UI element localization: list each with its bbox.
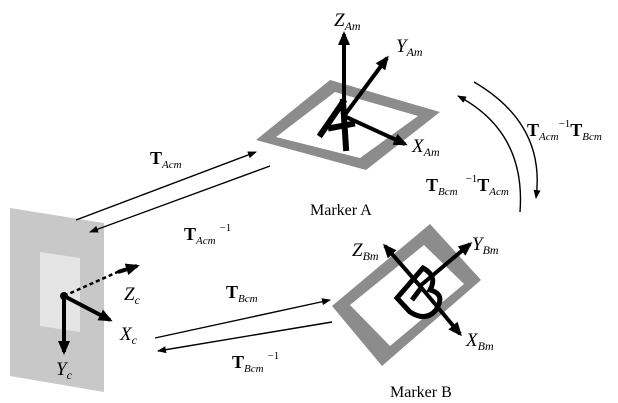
label-t-b-to-a: TBcm−1TAcm: [426, 173, 509, 198]
marker-a-x-label: XAm: [411, 136, 440, 159]
arrow-t-acm-inv: [89, 165, 271, 233]
marker-b-x-axis: [418, 284, 462, 337]
camera-z-arrow: [117, 263, 140, 276]
camera-z-axis: [63, 268, 123, 298]
label-t-a-to-b: TAcm−1TBcm: [527, 118, 602, 143]
arrow-t-bcm: [154, 298, 331, 339]
marker-b-y-axis: [418, 242, 473, 288]
arrow-a-to-b: [473, 81, 541, 199]
camera-y-label: Yc: [56, 359, 73, 382]
marker-b-caption: Marker B: [390, 384, 452, 401]
marker-b-z-axis: [383, 243, 422, 288]
marker-a-z-label: ZAm: [334, 10, 361, 33]
marker-a-caption: Marker A: [310, 202, 372, 219]
label-t-bcm: TBcm: [226, 282, 258, 305]
arrow-t-acm: [75, 151, 257, 221]
camera-image-plane-inner: [40, 252, 80, 332]
camera-x-label: Xc: [119, 324, 138, 347]
camera-frame: Zc Xc Yc: [10, 208, 141, 392]
marker-a: ZAm YAm XAm Marker A: [256, 10, 440, 219]
label-t-acm-inv: TAcm−1: [184, 222, 231, 247]
camera-origin: [60, 292, 68, 300]
marker-b-x-label: XBm: [465, 330, 494, 353]
marker-b: ZBm YBm XBm Marker B: [332, 224, 499, 401]
camera-x-axis: [63, 294, 113, 322]
marker-a-y-label: YAm: [396, 36, 423, 59]
transform-arrows-ab: TAcm−1TBcm TBcm−1TAcm: [426, 81, 602, 213]
transform-arrows-a: TAcm TAcm−1: [75, 148, 271, 247]
marker-b-inner: [350, 245, 464, 346]
label-t-bcm-inv: TBcm−1: [232, 350, 279, 375]
camera-z-label: Zc: [124, 284, 141, 307]
transform-arrows-b: TBcm TBcm−1: [154, 282, 333, 375]
marker-a-x-axis: [343, 114, 408, 146]
marker-b-z-label: ZBm: [352, 240, 379, 263]
arrow-t-bcm-inv: [157, 321, 333, 354]
marker-b-y-label: YBm: [472, 234, 499, 257]
label-t-acm: TAcm: [150, 148, 182, 171]
marker-a-y-axis: [342, 55, 389, 118]
arrow-b-to-a: [457, 95, 522, 213]
